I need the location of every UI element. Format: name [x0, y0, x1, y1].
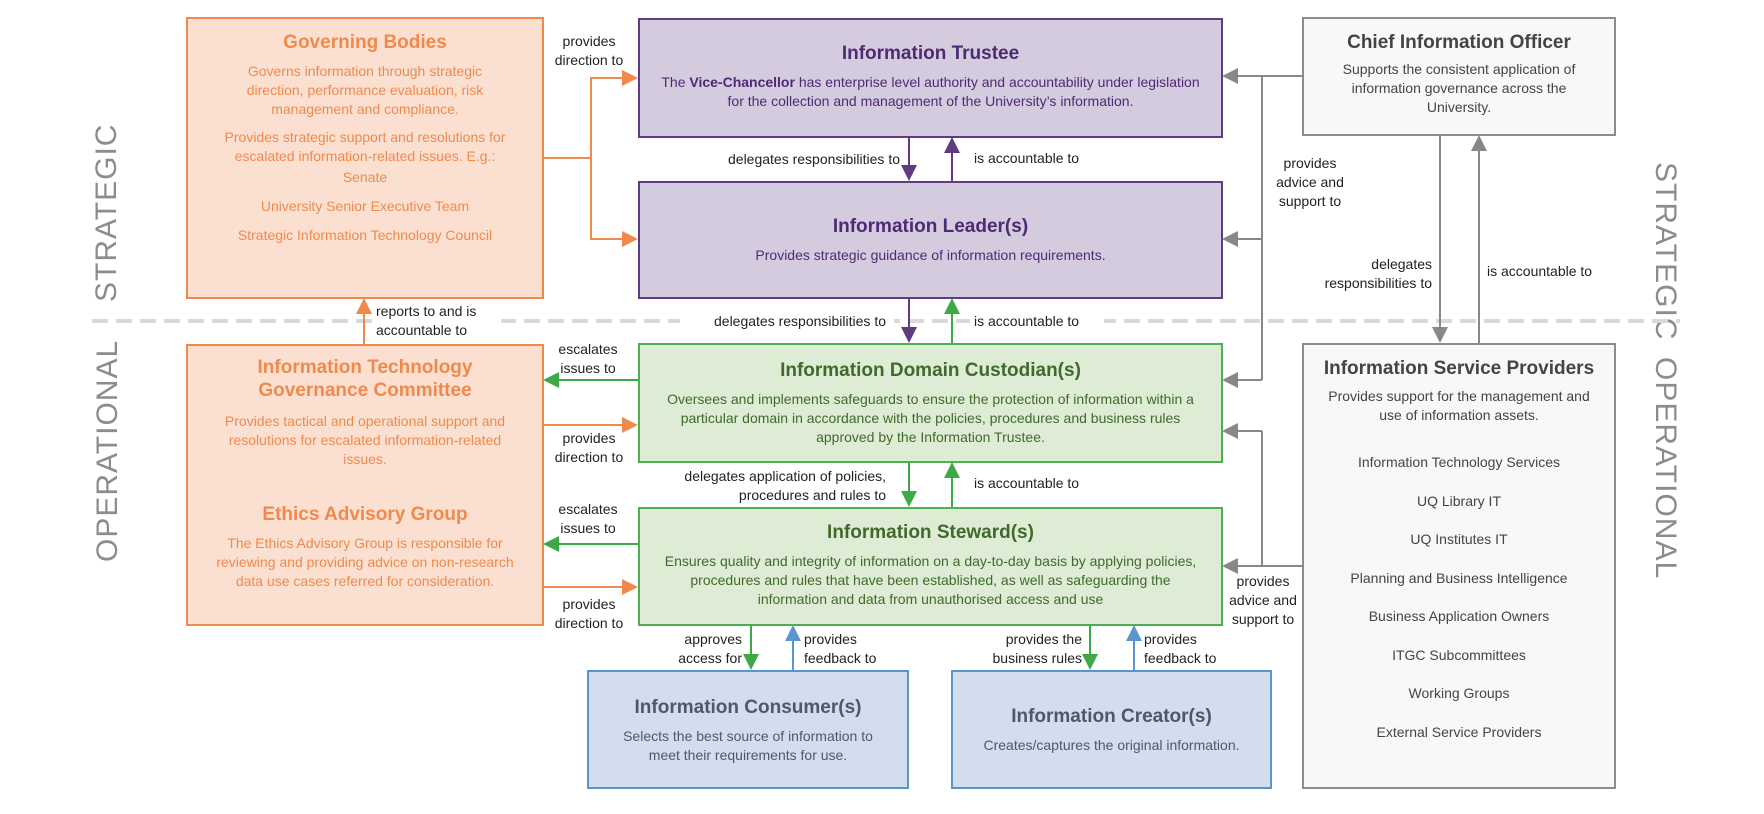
itgc-reports-label: reports to and is accountable to [376, 302, 501, 340]
ethics-title: Ethics Advisory Group [262, 504, 468, 525]
custodian-delegates-label: delegates application of policies, proce… [684, 468, 886, 503]
cio-advice-label: provides advice and support to [1276, 155, 1344, 209]
steward-escalates-label: escalates issues to [558, 501, 618, 536]
cio-title: Chief Information Officer [1347, 32, 1571, 53]
business-rules-label: provides the business rules [992, 631, 1083, 666]
trustee-desc-bold: Vice-Chancellor [689, 74, 795, 90]
trustee-desc-suffix: has enterprise level authority and accou… [727, 74, 1200, 109]
custodian-box: Information Domain Custodian(s) Oversees… [638, 343, 1223, 463]
gb-to-trustee-arrow [543, 70, 638, 159]
itgc-title: Information Technology Governance Commit… [257, 357, 473, 401]
consumer-box: Information Consumer(s) Selects the best… [587, 670, 909, 789]
isp-list-item: Working Groups [1408, 685, 1510, 701]
leader-accountable-label: is accountable to [974, 150, 1080, 166]
isp-list-item: Planning and Business Intelligence [1350, 569, 1568, 586]
isp-list-item: UQ Institutes IT [1410, 531, 1508, 547]
trustee-desc-prefix: The [661, 74, 690, 90]
steward-accountable-label: is accountable to [974, 475, 1080, 491]
itgc-desc: Provides tactical and operational suppor… [224, 413, 506, 467]
information-leader-box: Information Leader(s) Provides strategic… [638, 181, 1223, 299]
steward-title: Information Steward(s) [827, 522, 1034, 543]
isp-list-item: Business Application Owners [1368, 608, 1550, 624]
information-trustee-box: Information Trustee The Vice-Chancellor … [638, 18, 1223, 138]
governing-bodies-support: Provides strategic support and resolutio… [224, 129, 506, 164]
governing-bodies-example: University Senior Executive Team [260, 198, 470, 214]
governing-bodies-desc: Governs information through strategic di… [246, 63, 484, 117]
isp-title: Information Service Providers [1323, 358, 1595, 379]
custodian-title: Information Domain Custodian(s) [780, 360, 1081, 381]
isp-advice-label: provides advice and support to [1229, 573, 1297, 627]
custodian-accountable-label: is accountable to [970, 312, 1104, 331]
isp-desc: Provides support for the management and … [1328, 388, 1590, 423]
creator-desc: Creates/captures the original informatio… [983, 737, 1240, 753]
governing-bodies-box: Governing Bodies Governs information thr… [186, 17, 544, 299]
isp-list-item: External Service Providers [1376, 723, 1542, 740]
creator-box: Information Creator(s) Creates/captures … [951, 670, 1272, 789]
isp-list-item: UQ Library IT [1416, 492, 1501, 509]
itgc-box: Information Technology Governance Commit… [186, 344, 544, 626]
isp-box: Information Service Providers Provides s… [1302, 343, 1616, 789]
steward-box: Information Steward(s) Ensures quality a… [638, 507, 1223, 626]
isp-list-item: ITGC Subcommittees [1392, 646, 1526, 663]
gb-provides-direction-label: provides direction to [554, 33, 624, 68]
trustee-delegates-label: delegates responsibilities to [728, 151, 900, 167]
trustee-desc: The Vice-Chancellor has enterprise level… [654, 73, 1207, 111]
isp-list-item: Information Technology Services [1357, 454, 1561, 470]
cio-box: Chief Information Officer Supports the c… [1302, 17, 1616, 136]
trustee-title: Information Trustee [841, 43, 1020, 64]
cio-delegates-label: delegates responsibilities to [1324, 256, 1432, 291]
itgc-provides-direction-label: provides direction to [554, 430, 624, 465]
cio-desc: Supports the consistent application of i… [1342, 61, 1576, 115]
consumer-feedback-label: provides feedback to [804, 631, 877, 666]
leader-delegates-label: delegates responsibilities to [680, 312, 894, 331]
approves-access-label: approves access for [678, 631, 742, 666]
creator-title: Information Creator(s) [1011, 706, 1212, 727]
leader-desc: Provides strategic guidance of informati… [755, 247, 1106, 263]
consumer-desc: Selects the best source of information t… [623, 728, 873, 763]
governing-bodies-title: Governing Bodies [283, 32, 447, 53]
gb-to-leader-arrow [590, 158, 638, 247]
governing-bodies-example: Senate [342, 169, 388, 185]
governing-bodies-example: Strategic Information Technology Council [237, 227, 493, 243]
ethics-provides-direction-label: provides direction to [554, 596, 624, 631]
isp-accountable-label: is accountable to [1487, 263, 1593, 279]
ethics-desc: The Ethics Advisory Group is responsible… [216, 535, 514, 589]
custodian-desc: Oversees and implements safeguards to en… [667, 391, 1194, 445]
consumer-title: Information Consumer(s) [634, 697, 862, 718]
custodian-escalates-label: escalates issues to [558, 341, 618, 376]
leader-title: Information Leader(s) [832, 216, 1029, 237]
creator-feedback-label: provides feedback to [1144, 631, 1217, 666]
steward-desc: Ensures quality and integrity of informa… [664, 553, 1197, 607]
